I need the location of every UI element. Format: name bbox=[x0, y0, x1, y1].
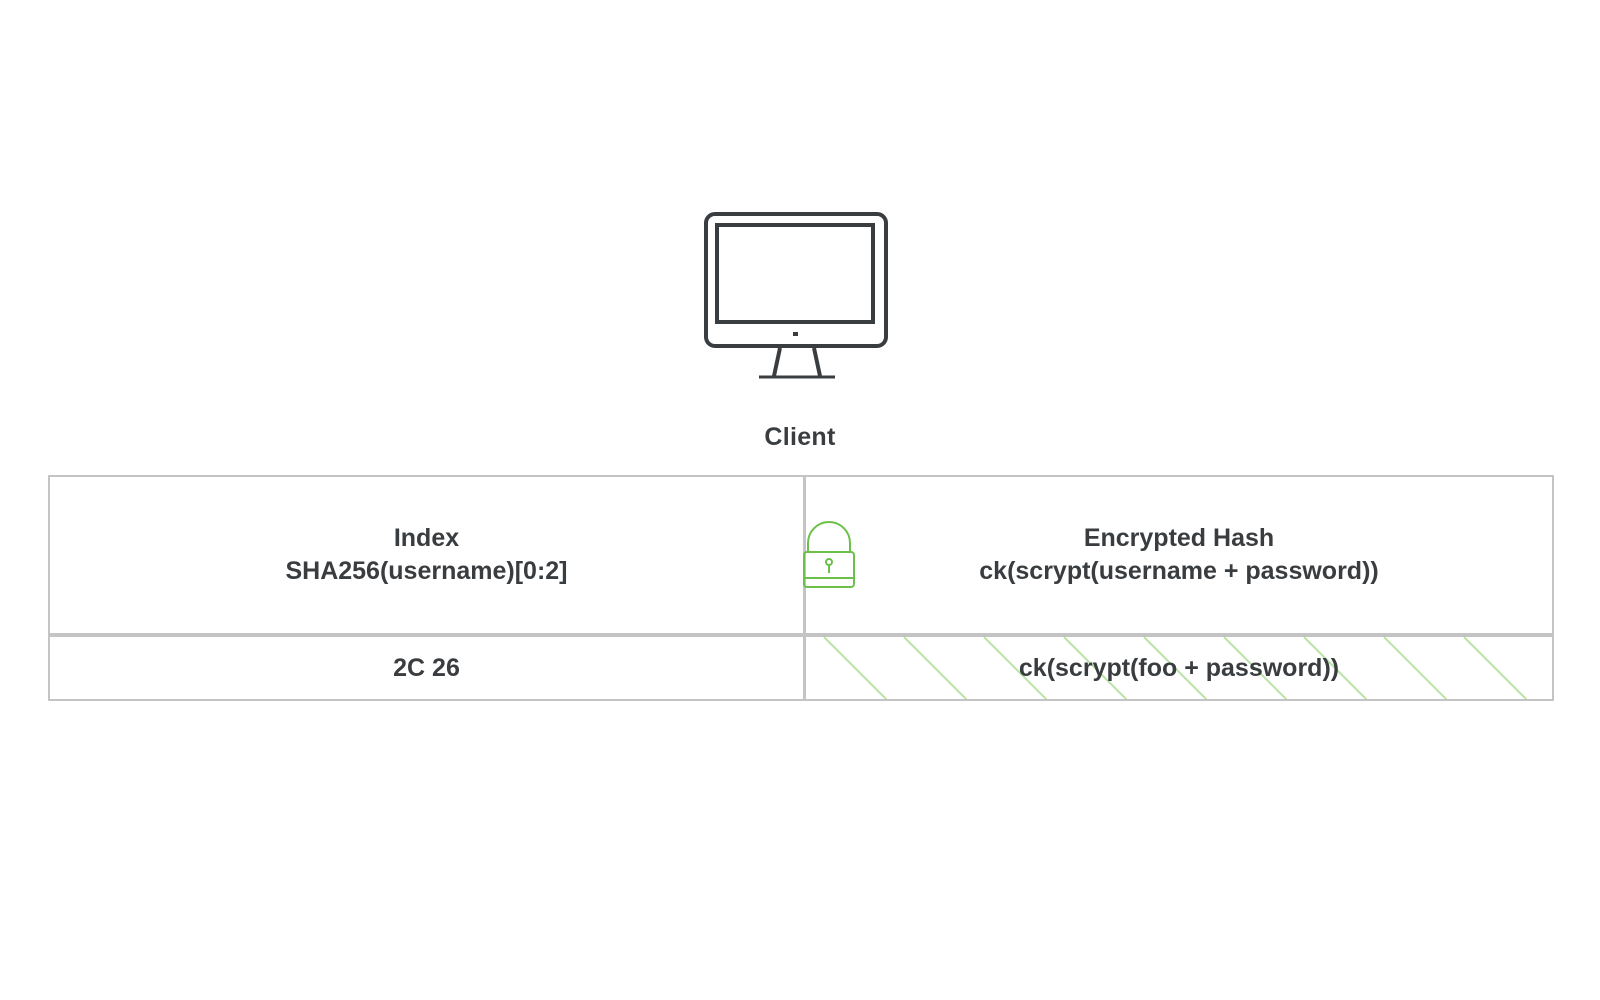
lock-icon bbox=[802, 520, 856, 590]
index-value-cell: 2C 26 bbox=[50, 637, 803, 699]
hash-table: Index SHA256(username)[0:2] Encrypted Ha… bbox=[48, 475, 1554, 701]
hash-header-title: Encrypted Hash bbox=[1083, 524, 1275, 552]
client-label: Client bbox=[764, 423, 836, 451]
hash-value: ck(scrypt(foo + password)) bbox=[1018, 653, 1340, 682]
hash-value-cell: ck(scrypt(foo + password)) bbox=[806, 637, 1552, 699]
hash-header: Encrypted Hash ck(scrypt(username + pass… bbox=[806, 477, 1552, 633]
column-divider bbox=[803, 477, 806, 699]
index-header: Index SHA256(username)[0:2] bbox=[50, 477, 803, 633]
index-value: 2C 26 bbox=[393, 653, 460, 682]
hatch-pattern bbox=[823, 637, 1528, 699]
index-header-title: Index bbox=[393, 524, 460, 552]
row-divider bbox=[50, 633, 1552, 637]
index-header-subtitle: SHA256(username)[0:2] bbox=[285, 557, 568, 585]
hash-header-subtitle: ck(scrypt(username + password)) bbox=[979, 557, 1379, 585]
monitor-icon bbox=[702, 210, 892, 380]
